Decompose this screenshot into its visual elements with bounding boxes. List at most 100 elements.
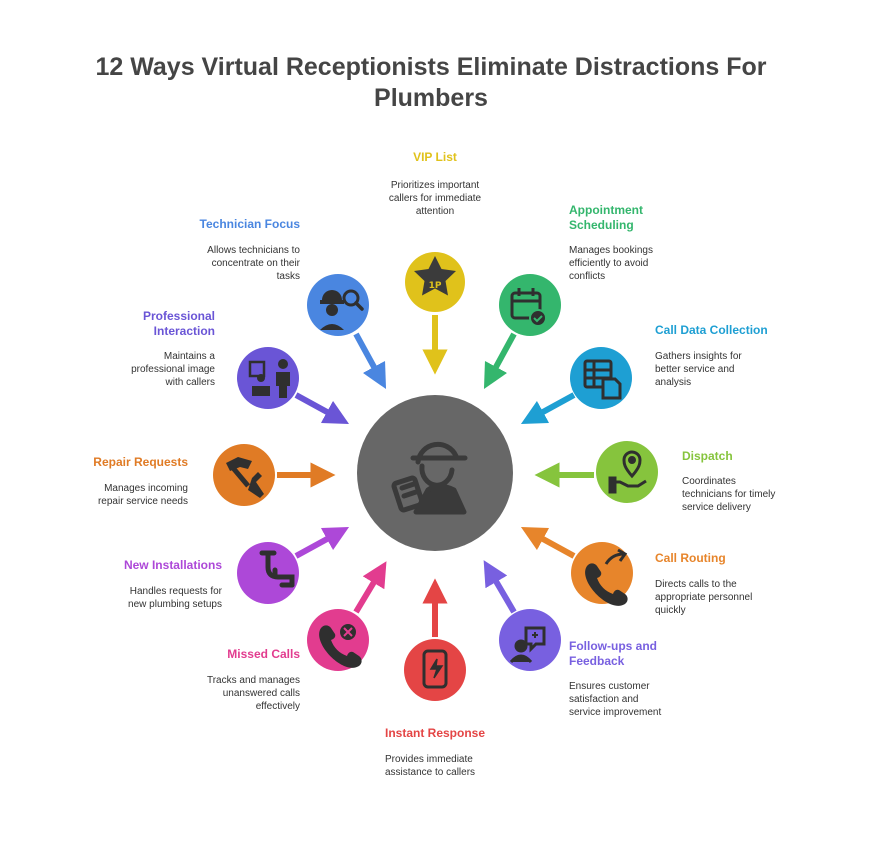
repair-requests-circle bbox=[213, 444, 275, 506]
star-badge-icon: 1P bbox=[414, 256, 456, 296]
new-installations-arrow bbox=[294, 526, 350, 559]
label-line: Call Data Collection bbox=[655, 323, 768, 337]
label-line: Feedback bbox=[569, 654, 625, 668]
label-appointment-scheduling: Appointment Scheduling bbox=[569, 203, 643, 233]
missed-calls-arrow bbox=[353, 561, 387, 614]
desc-line: quickly bbox=[655, 605, 686, 616]
hub bbox=[357, 395, 513, 551]
desc-vip-list: Prioritizes important callers for immedi… bbox=[355, 179, 515, 218]
desc-professional-interaction: Maintains a professional image with call… bbox=[70, 350, 215, 389]
desc-new-installations: Handles requests for new plumbing setups bbox=[70, 585, 222, 611]
phone-forward-icon bbox=[585, 548, 628, 606]
missed-call-icon bbox=[319, 624, 362, 668]
desc-repair-requests: Manages incoming repair service needs bbox=[40, 482, 188, 508]
desc-line: effectively bbox=[255, 701, 300, 712]
label-line: New Installations bbox=[123, 558, 222, 572]
desc-line: service delivery bbox=[682, 502, 751, 513]
desc-line: better service and bbox=[655, 364, 735, 375]
label-line: VIP List bbox=[413, 150, 457, 164]
desc-line: Allows technicians to bbox=[207, 245, 300, 256]
appointment-circle bbox=[499, 274, 561, 336]
desc-line: Provides immediate bbox=[385, 754, 473, 765]
desc-line: callers for immediate bbox=[388, 193, 482, 204]
label-vip-list: VIP List bbox=[355, 150, 515, 165]
calendar-check-icon bbox=[510, 288, 547, 327]
desc-line: concentrate on their bbox=[211, 258, 300, 269]
desc-line: assistance to callers bbox=[385, 767, 476, 778]
label-line: Technician Focus bbox=[199, 217, 300, 231]
label-line: Call Routing bbox=[655, 551, 726, 565]
desc-line: new plumbing setups bbox=[128, 599, 222, 610]
desc-line: satisfaction and bbox=[569, 694, 639, 705]
desc-dispatch: Coordinates technicians for timely servi… bbox=[682, 475, 775, 514]
label-line: Repair Requests bbox=[93, 455, 188, 469]
desc-line: professional image bbox=[131, 364, 215, 375]
desc-line: Gathers insights for bbox=[655, 351, 742, 362]
desc-line: Handles requests for bbox=[129, 586, 222, 597]
desc-line: Manages incoming bbox=[104, 483, 188, 494]
appointment-arrow bbox=[483, 332, 517, 390]
label-call-data-collection: Call Data Collection bbox=[655, 323, 768, 338]
plumber-icon bbox=[391, 441, 468, 515]
pipe-faucet-icon bbox=[259, 550, 295, 588]
map-pin-hand-icon bbox=[608, 450, 647, 494]
desc-line: technicians for timely bbox=[682, 489, 776, 500]
label-dispatch: Dispatch bbox=[682, 449, 733, 464]
svg-text:1P: 1P bbox=[429, 281, 442, 291]
label-technician-focus: Technician Focus bbox=[150, 217, 300, 232]
follow-ups-circle bbox=[499, 609, 561, 671]
follow-ups-arrow bbox=[483, 560, 517, 614]
label-line: Missed Calls bbox=[227, 647, 300, 661]
technician-focus-arrow bbox=[353, 332, 387, 390]
label-line: Follow-ups and bbox=[569, 639, 657, 653]
title-line-1: 12 Ways Virtual Receptionists Eliminate … bbox=[95, 53, 767, 81]
desc-line: analysis bbox=[655, 377, 692, 388]
desc-technician-focus: Allows technicians to concentrate on the… bbox=[150, 244, 300, 283]
label-line: Interaction bbox=[153, 324, 215, 338]
technician-focus-circle bbox=[307, 274, 369, 336]
call-data-arrow bbox=[520, 392, 576, 425]
desc-line: efficiently to avoid bbox=[569, 258, 649, 269]
desc-line: Maintains a bbox=[163, 351, 215, 362]
label-new-installations: New Installations bbox=[70, 558, 222, 573]
title-line-2: Plumbers bbox=[374, 84, 488, 112]
hammer-wrench-icon bbox=[226, 457, 264, 498]
icon-layer: 1P bbox=[226, 256, 647, 689]
desc-instant-response: Provides immediate assistance to callers bbox=[385, 753, 475, 779]
label-line: Dispatch bbox=[682, 449, 733, 463]
desc-call-data-collection: Gathers insights for better service and … bbox=[655, 350, 742, 389]
spreadsheet-document-icon bbox=[583, 359, 622, 400]
desc-line: Coordinates bbox=[682, 476, 736, 487]
desc-line: attention bbox=[415, 206, 455, 217]
desc-line: Manages bookings bbox=[569, 245, 653, 256]
instant-response-circle bbox=[404, 639, 466, 701]
label-instant-response: Instant Response bbox=[385, 726, 485, 741]
desc-line: appropriate personnel bbox=[655, 592, 753, 603]
page-title: 12 Ways Virtual Receptionists Eliminate … bbox=[0, 52, 862, 114]
label-line: Professional bbox=[142, 309, 215, 323]
hub-circle bbox=[357, 395, 513, 551]
label-repair-requests: Repair Requests bbox=[40, 455, 188, 470]
label-follow-ups-feedback: Follow-ups and Feedback bbox=[569, 639, 657, 669]
desc-line: with callers bbox=[165, 377, 215, 388]
desc-line: Prioritizes important bbox=[390, 180, 480, 191]
meeting-people-icon bbox=[248, 359, 290, 398]
label-line: Scheduling bbox=[569, 218, 634, 232]
call-routing-arrow bbox=[520, 526, 576, 559]
desc-line: Tracks and manages bbox=[206, 675, 300, 686]
professional-interaction-arrow bbox=[294, 392, 350, 425]
label-call-routing: Call Routing bbox=[655, 551, 726, 566]
desc-line: tasks bbox=[276, 271, 300, 282]
label-missed-calls: Missed Calls bbox=[150, 647, 300, 662]
desc-missed-calls: Tracks and manages unanswered calls effe… bbox=[150, 674, 300, 713]
label-professional-interaction: Professional Interaction bbox=[70, 309, 215, 339]
feedback-chat-icon bbox=[509, 626, 546, 664]
desc-follow-ups-feedback: Ensures customer satisfaction and servic… bbox=[569, 680, 661, 719]
phone-lightning-icon bbox=[422, 649, 448, 689]
desc-line: conflicts bbox=[569, 271, 606, 282]
desc-line: unanswered calls bbox=[222, 688, 300, 699]
label-line: Instant Response bbox=[385, 726, 486, 740]
desc-line: Ensures customer bbox=[569, 681, 650, 692]
desc-call-routing: Directs calls to the appropriate personn… bbox=[655, 578, 752, 617]
